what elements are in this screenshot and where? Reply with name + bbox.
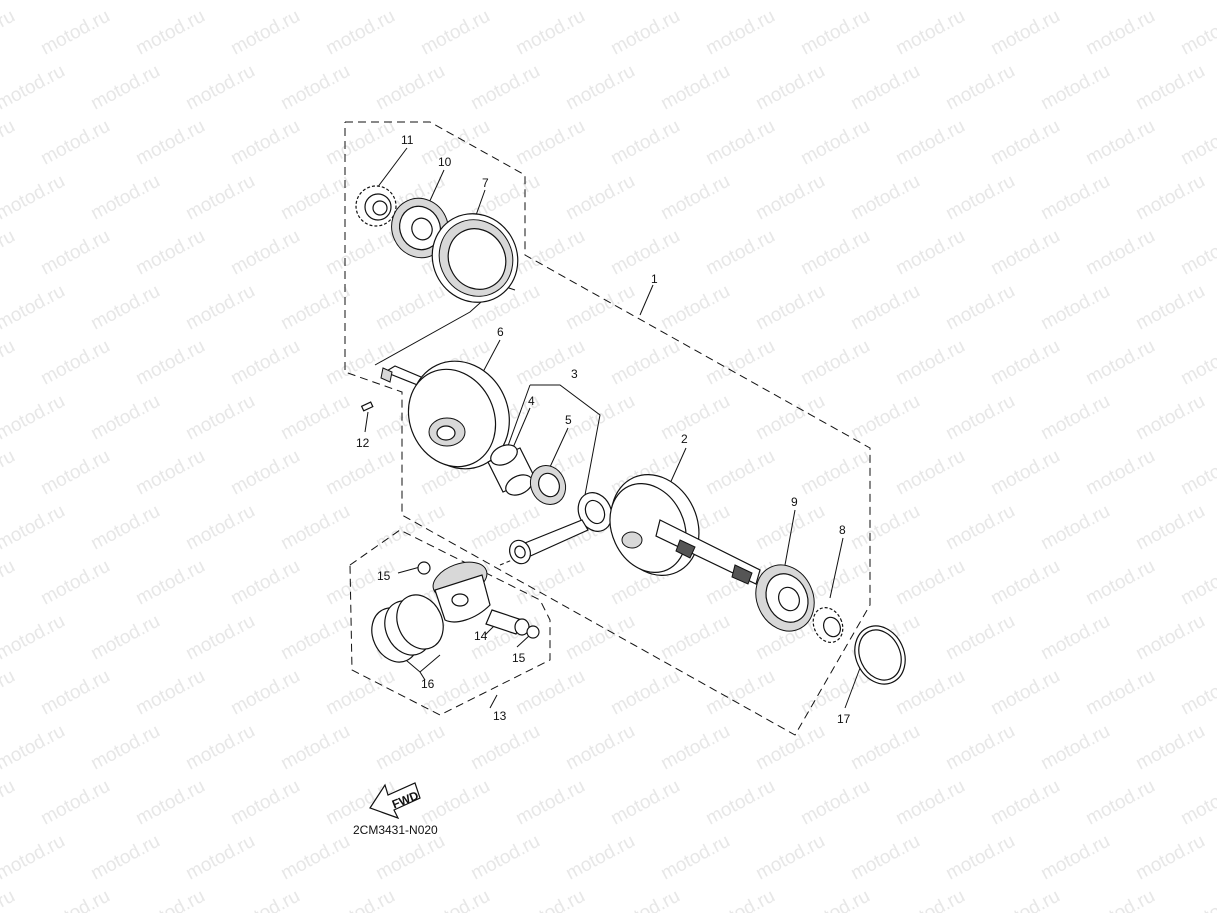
part-15-pin-clip-lower bbox=[526, 625, 540, 639]
callout-16: 16 bbox=[421, 677, 435, 691]
part-12-key bbox=[360, 401, 374, 412]
part-16-piston-rings bbox=[371, 594, 444, 663]
callout-15b: 15 bbox=[512, 651, 526, 665]
part-7-oil-seal bbox=[431, 213, 519, 303]
part-9-main-bearing bbox=[755, 564, 815, 632]
callout-11: 11 bbox=[401, 133, 414, 147]
fwd-arrow-icon: FWD bbox=[369, 782, 421, 820]
callout-6: 6 bbox=[497, 325, 504, 339]
group-13-boundary bbox=[349, 529, 551, 716]
callout-3: 3 bbox=[571, 367, 578, 381]
callout-2: 2 bbox=[681, 432, 688, 446]
callout-8: 8 bbox=[839, 523, 846, 537]
callout-10: 10 bbox=[438, 155, 452, 169]
part-5-needle-bearing bbox=[529, 465, 567, 505]
group-1-boundary bbox=[344, 121, 871, 736]
callout-12: 12 bbox=[356, 436, 370, 450]
part-17-circlip bbox=[854, 625, 906, 685]
part-13-piston bbox=[432, 561, 491, 623]
callout-14: 14 bbox=[474, 629, 488, 643]
callout-9: 9 bbox=[791, 495, 798, 509]
part-6-crank-left bbox=[380, 360, 510, 470]
part-14-piston-pin bbox=[485, 609, 530, 636]
callout-17: 17 bbox=[837, 712, 851, 726]
part-11-timing-gear bbox=[355, 185, 397, 227]
callout-15a: 15 bbox=[377, 569, 391, 583]
callout-7: 7 bbox=[482, 176, 489, 190]
part-2-crank-right bbox=[609, 474, 761, 585]
part-3-connecting-rod bbox=[509, 492, 613, 565]
part-15-pin-clip-upper bbox=[417, 561, 431, 575]
callout-1: 1 bbox=[651, 272, 658, 286]
callout-4: 4 bbox=[528, 394, 535, 408]
callout-13: 13 bbox=[493, 709, 507, 723]
diagram-code: 2CM3431-N020 bbox=[353, 823, 438, 837]
callout-5: 5 bbox=[565, 413, 572, 427]
part-8-drive-gear bbox=[812, 607, 844, 643]
